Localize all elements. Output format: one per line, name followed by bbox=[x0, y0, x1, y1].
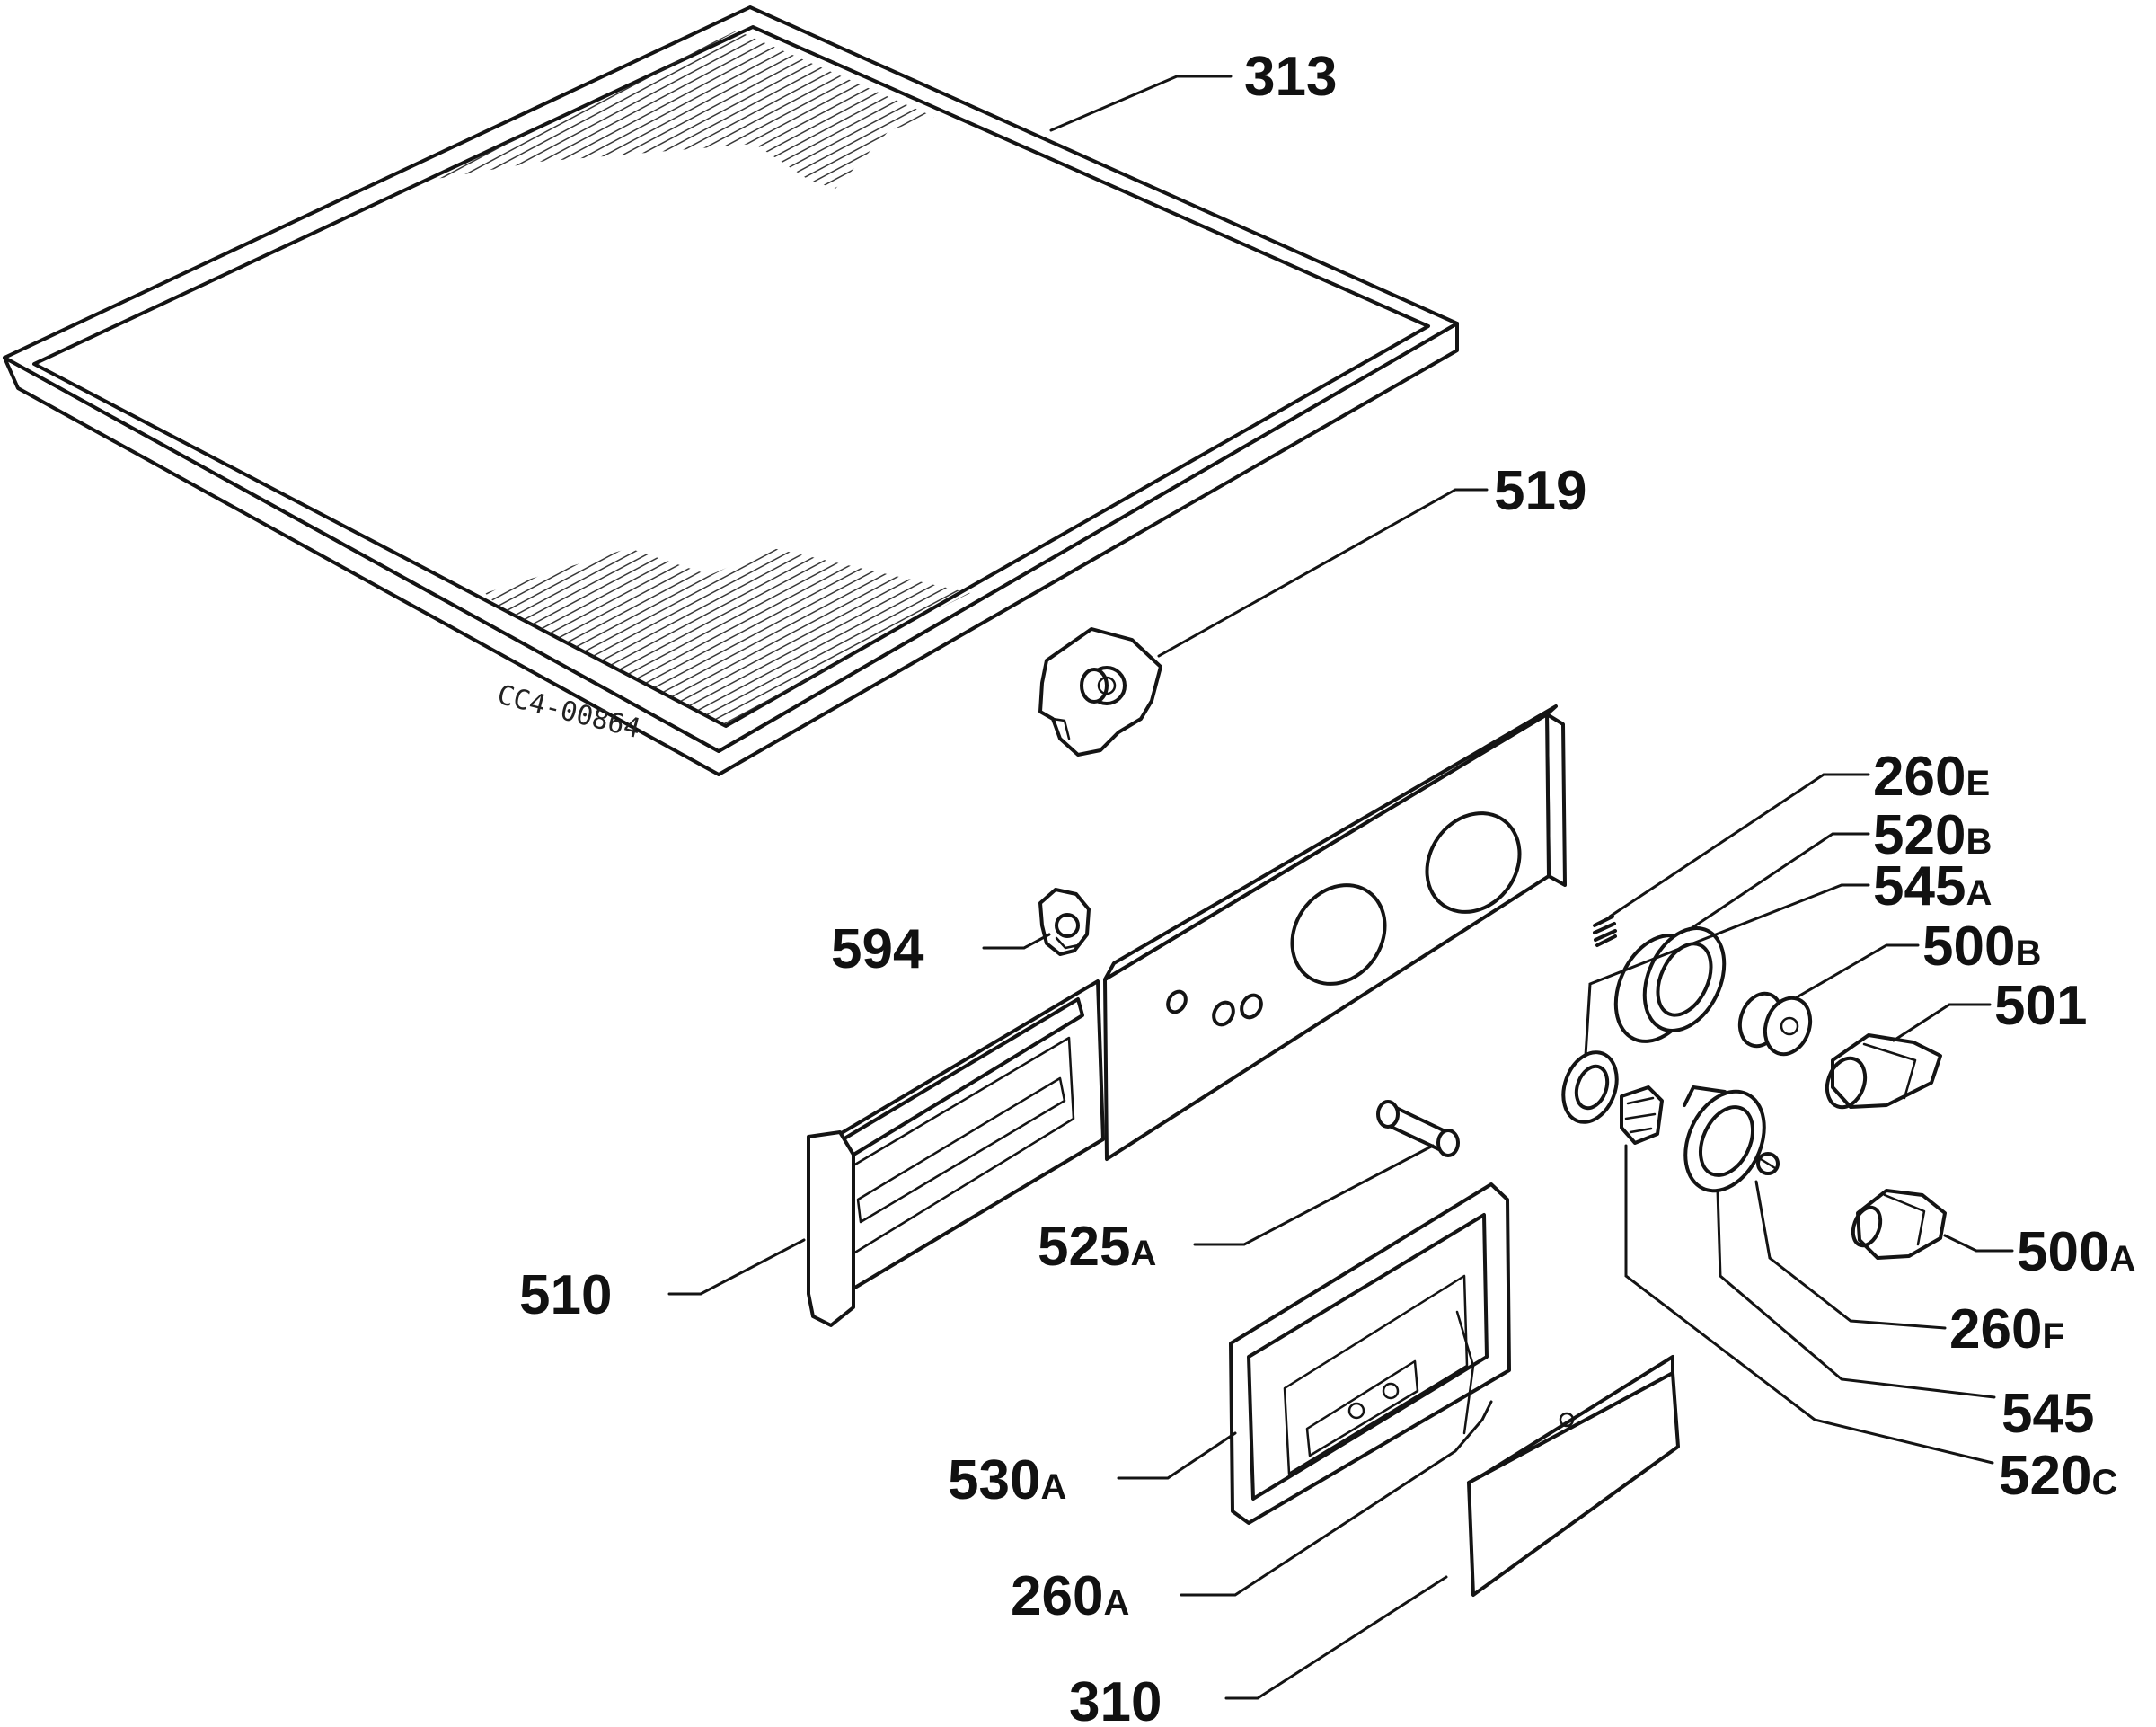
leader-500a bbox=[1943, 1234, 2014, 1253]
label-519: 519 bbox=[1494, 460, 1586, 522]
leader-519 bbox=[1157, 488, 1489, 658]
part-260e-spring bbox=[1593, 915, 1617, 947]
part-labels: 313 519 594 260E 520B 545A 500B 501 510 … bbox=[519, 46, 2135, 1727]
label-260a: 260A bbox=[1011, 1565, 1129, 1627]
part-500a-knob bbox=[1851, 1189, 1947, 1260]
leader-525a bbox=[1193, 1144, 1435, 1246]
part-500b-insert bbox=[1737, 991, 1813, 1057]
leader-520b bbox=[1687, 832, 1870, 932]
label-530a: 530A bbox=[948, 1449, 1066, 1511]
leader-545a bbox=[1584, 883, 1870, 1058]
leader-lines bbox=[667, 75, 2014, 1700]
part-fascia-panel bbox=[1103, 704, 1567, 1161]
leader-260e bbox=[1608, 773, 1870, 918]
label-545: 545 bbox=[2001, 1383, 2094, 1445]
part-520c-bush bbox=[1620, 1085, 1664, 1145]
part-310-cover bbox=[1467, 1355, 1680, 1597]
part-545-ring-lower bbox=[1561, 1050, 1619, 1124]
leader-313 bbox=[1049, 75, 1233, 132]
label-260f: 260F bbox=[1949, 1298, 2064, 1360]
label-520b: 520B bbox=[1873, 804, 1992, 866]
part-530a-frame bbox=[1229, 1182, 1511, 1525]
label-500b: 500B bbox=[1922, 916, 2041, 978]
label-500a: 500A bbox=[2017, 1221, 2135, 1283]
label-510: 510 bbox=[519, 1264, 612, 1326]
leader-260a bbox=[1180, 1400, 1493, 1597]
label-260e: 260E bbox=[1873, 746, 1990, 808]
leader-501 bbox=[1892, 1003, 1992, 1042]
part-594-lamp-holder bbox=[1038, 888, 1091, 956]
part-520b-545a-ring bbox=[1613, 926, 1727, 1043]
part-545-housing bbox=[1683, 1085, 1766, 1193]
leader-260f bbox=[1754, 1180, 1947, 1330]
label-520c: 520C bbox=[1999, 1445, 2117, 1507]
leader-510 bbox=[667, 1238, 806, 1296]
label-501: 501 bbox=[1994, 975, 2087, 1037]
part-260f-spring bbox=[1756, 1152, 1780, 1175]
label-310: 310 bbox=[1069, 1671, 1162, 1727]
label-594: 594 bbox=[831, 918, 924, 980]
leader-520c bbox=[1624, 1144, 1994, 1465]
part-501-knob bbox=[1825, 1033, 1942, 1110]
part-313-top-panel: CC4-00864 bbox=[3, 5, 1459, 776]
part-519-bracket bbox=[1038, 627, 1162, 757]
label-545a: 545A bbox=[1873, 855, 1992, 917]
leader-594 bbox=[982, 933, 1051, 950]
label-313: 313 bbox=[1244, 46, 1337, 108]
leader-500b bbox=[1795, 943, 1920, 999]
part-510-drawer bbox=[807, 979, 1105, 1327]
leader-545 bbox=[1716, 1189, 1996, 1399]
leader-310 bbox=[1224, 1575, 1448, 1700]
part-525a-pin bbox=[1376, 1100, 1460, 1157]
leader-530a bbox=[1117, 1431, 1237, 1480]
label-525a: 525A bbox=[1038, 1216, 1156, 1278]
